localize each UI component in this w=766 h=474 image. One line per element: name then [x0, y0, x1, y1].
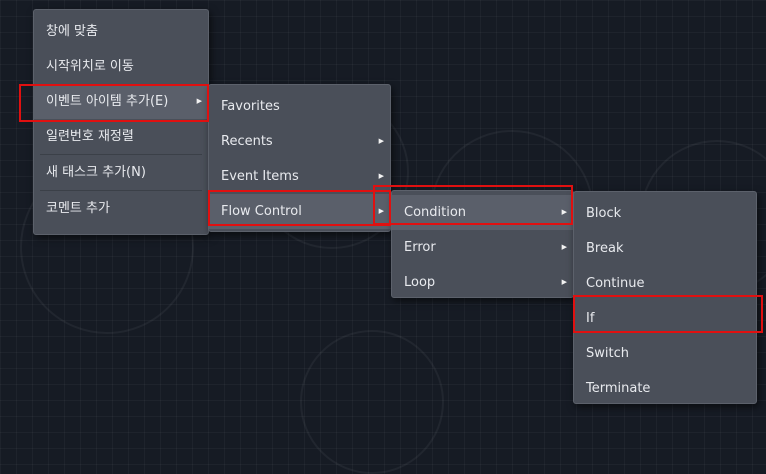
triangle-right-icon: ▶ [561, 208, 567, 216]
triangle-right-icon: ▶ [561, 278, 567, 286]
menu-item-break[interactable]: Break [574, 231, 756, 266]
menu-item-label: Favorites [221, 99, 280, 114]
menu-item-if[interactable]: If [574, 301, 756, 336]
menu-item-label: Break [586, 241, 624, 256]
menu-item-go-to-start[interactable]: 시작위치로 이동 [34, 49, 208, 84]
menu-item-switch[interactable]: Switch [574, 336, 756, 371]
menu-item-label: Event Items [221, 169, 299, 184]
menu-item-recents[interactable]: Recents ▶ [209, 124, 390, 159]
menu-item-fit-to-window[interactable]: 창에 맞춤 [34, 14, 208, 49]
menu-item-label: 코멘트 추가 [46, 201, 110, 216]
menu-item-error[interactable]: Error ▶ [392, 230, 573, 265]
menu-item-terminate[interactable]: Terminate [574, 371, 756, 406]
menu-item-label: 창에 맞춤 [46, 24, 98, 39]
menu-item-renumber-sequence[interactable]: 일련번호 재정렬 [34, 119, 208, 154]
menu-item-label: 이벤트 아이템 추가(E) [46, 94, 169, 109]
menu-item-continue[interactable]: Continue [574, 266, 756, 301]
triangle-right-icon: ▶ [378, 137, 384, 145]
menu-item-favorites[interactable]: Favorites [209, 89, 390, 124]
triangle-right-icon: ▶ [378, 172, 384, 180]
triangle-right-icon: ▶ [196, 97, 202, 105]
background-node-ring [300, 330, 444, 474]
menu-item-add-new-task[interactable]: 새 태스크 추가(N) [34, 155, 208, 190]
menu-item-label: 새 태스크 추가(N) [46, 165, 146, 180]
menu-separator [40, 154, 202, 155]
menu-item-event-items[interactable]: Event Items ▶ [209, 159, 390, 194]
context-menu: 창에 맞춤 시작위치로 이동 이벤트 아이템 추가(E) ▶ 일련번호 재정렬 … [33, 9, 209, 235]
triangle-right-icon: ▶ [561, 243, 567, 251]
menu-item-label: If [586, 311, 595, 326]
menu-item-label: 시작위치로 이동 [46, 59, 134, 74]
menu-item-add-comment[interactable]: 코멘트 추가 [34, 191, 208, 226]
menu-item-condition[interactable]: Condition ▶ [392, 195, 573, 230]
menu-item-label: Loop [404, 275, 436, 290]
triangle-right-icon: ▶ [378, 207, 384, 215]
menu-item-add-event-item[interactable]: 이벤트 아이템 추가(E) ▶ [34, 84, 208, 119]
menu-item-label: Error [404, 240, 436, 255]
menu-item-label: Recents [221, 134, 273, 149]
menu-item-label: Condition [404, 205, 467, 220]
flow-control-submenu: Condition ▶ Error ▶ Loop ▶ [391, 190, 574, 298]
condition-submenu: Block Break Continue If Switch Terminate [573, 191, 757, 404]
menu-separator [40, 190, 202, 191]
menu-item-loop[interactable]: Loop ▶ [392, 265, 573, 300]
menu-item-label: Flow Control [221, 204, 302, 219]
menu-item-label: Continue [586, 276, 645, 291]
menu-item-label: Block [586, 206, 622, 221]
add-event-item-submenu: Favorites Recents ▶ Event Items ▶ Flow C… [208, 84, 391, 232]
menu-item-label: 일련번호 재정렬 [46, 129, 134, 144]
menu-item-label: Terminate [586, 381, 651, 396]
menu-item-block[interactable]: Block [574, 196, 756, 231]
menu-item-flow-control[interactable]: Flow Control ▶ [209, 194, 390, 229]
menu-item-label: Switch [586, 346, 629, 361]
